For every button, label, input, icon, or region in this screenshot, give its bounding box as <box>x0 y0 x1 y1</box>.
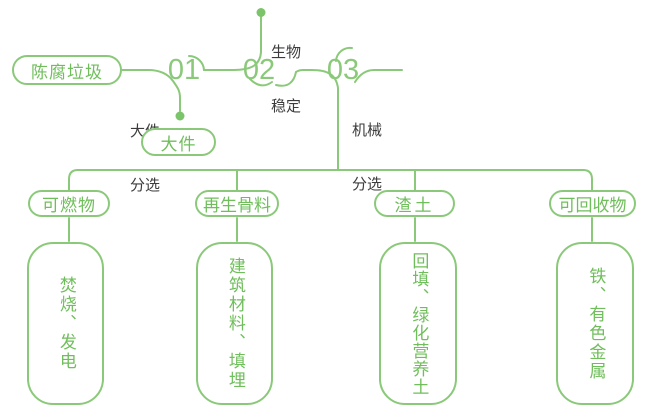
process-label-mechanical-sorting: 机械 分选 <box>352 86 382 230</box>
output-text: 焚烧、发电 <box>56 276 76 371</box>
station-number-03: 03 <box>326 54 360 86</box>
process-label-line: 机械 <box>352 122 383 139</box>
process-label-bulky-sorting: 大件 分选 <box>130 87 160 231</box>
line-after-03 <box>354 69 403 83</box>
bulky-item-dot <box>175 111 185 121</box>
category-label: 渣土 <box>394 196 435 215</box>
output-box-recycled-aggregate: 建筑材料、填埋 <box>196 242 273 405</box>
category-node-combustible: 可燃物 <box>28 190 110 217</box>
category-label: 可回收物 <box>558 196 627 215</box>
category-node-slag: 渣土 <box>374 190 455 217</box>
category-label: 可燃物 <box>42 196 96 215</box>
source-node: 陈腐垃圾 <box>12 55 122 85</box>
output-box-combustible: 焚烧、发电 <box>27 242 104 405</box>
line-02-to-03 <box>275 69 339 171</box>
bio-stabilization-dot <box>256 8 266 17</box>
process-label-line: 生物 <box>271 44 302 61</box>
station-number-01: 01 <box>167 54 201 86</box>
output-text: 铁、有色金属 <box>586 266 606 381</box>
category-node-recycled-aggregate: 再生骨料 <box>195 190 279 217</box>
line-01-to-02 <box>203 16 262 71</box>
output-box-recyclable: 铁、有色金属 <box>556 242 634 405</box>
output-text: 回填、绿化营养土 <box>409 251 429 396</box>
process-label-line: 分选 <box>130 177 161 194</box>
process-label-bio-stabilization: 生物 稳定 <box>271 8 301 152</box>
arc-under-02 <box>249 78 273 87</box>
branch-trunk <box>68 169 593 192</box>
station-number-02: 02 <box>242 54 276 86</box>
output-text: 建筑材料、填埋 <box>225 257 245 390</box>
line-source-to-01 <box>121 69 181 112</box>
category-label: 再生骨料 <box>203 196 271 215</box>
category-node-recyclable: 可回收物 <box>549 190 636 217</box>
bulky-item-label: 大件 <box>160 134 197 154</box>
arc-over-03 <box>335 46 353 62</box>
arc-over-01 <box>188 54 205 71</box>
process-label-line: 稳定 <box>271 98 302 115</box>
source-node-label: 陈腐垃圾 <box>31 62 103 82</box>
bulky-item-node: 大件 <box>141 128 216 156</box>
output-box-slag: 回填、绿化营养土 <box>379 242 457 405</box>
process-label-line: 分选 <box>352 176 383 193</box>
